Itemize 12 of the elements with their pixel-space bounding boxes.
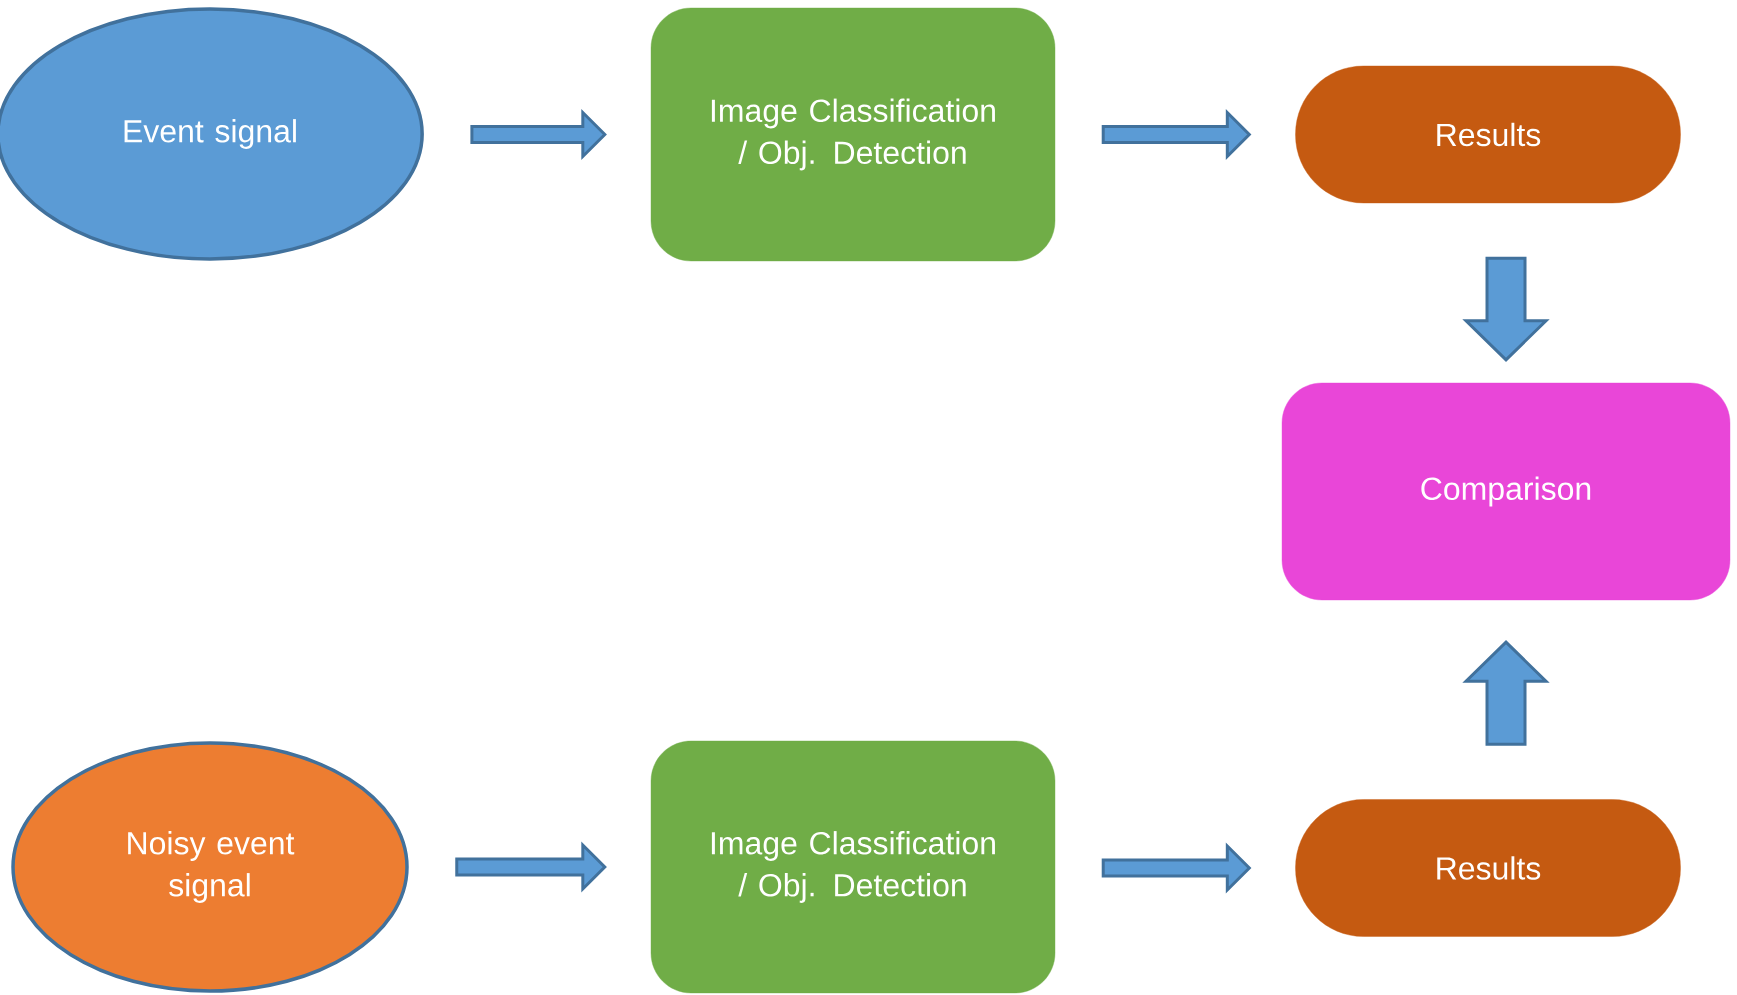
block-arrow	[1462, 256, 1550, 362]
block-arrow	[470, 108, 607, 161]
result-box: Results	[1295, 65, 1681, 204]
ellipse-node: Noisy event signal	[11, 741, 409, 993]
block-arrow	[1101, 108, 1252, 161]
block-arrow	[1462, 640, 1550, 746]
block-arrow	[1101, 842, 1252, 894]
result-box: Results	[1295, 799, 1681, 937]
comparison-box: Comparison	[1281, 382, 1731, 601]
process-box: Image Classification / Obj. Detection	[650, 740, 1056, 994]
block-arrow	[455, 841, 607, 893]
process-box: Image Classification / Obj. Detection	[650, 7, 1056, 262]
